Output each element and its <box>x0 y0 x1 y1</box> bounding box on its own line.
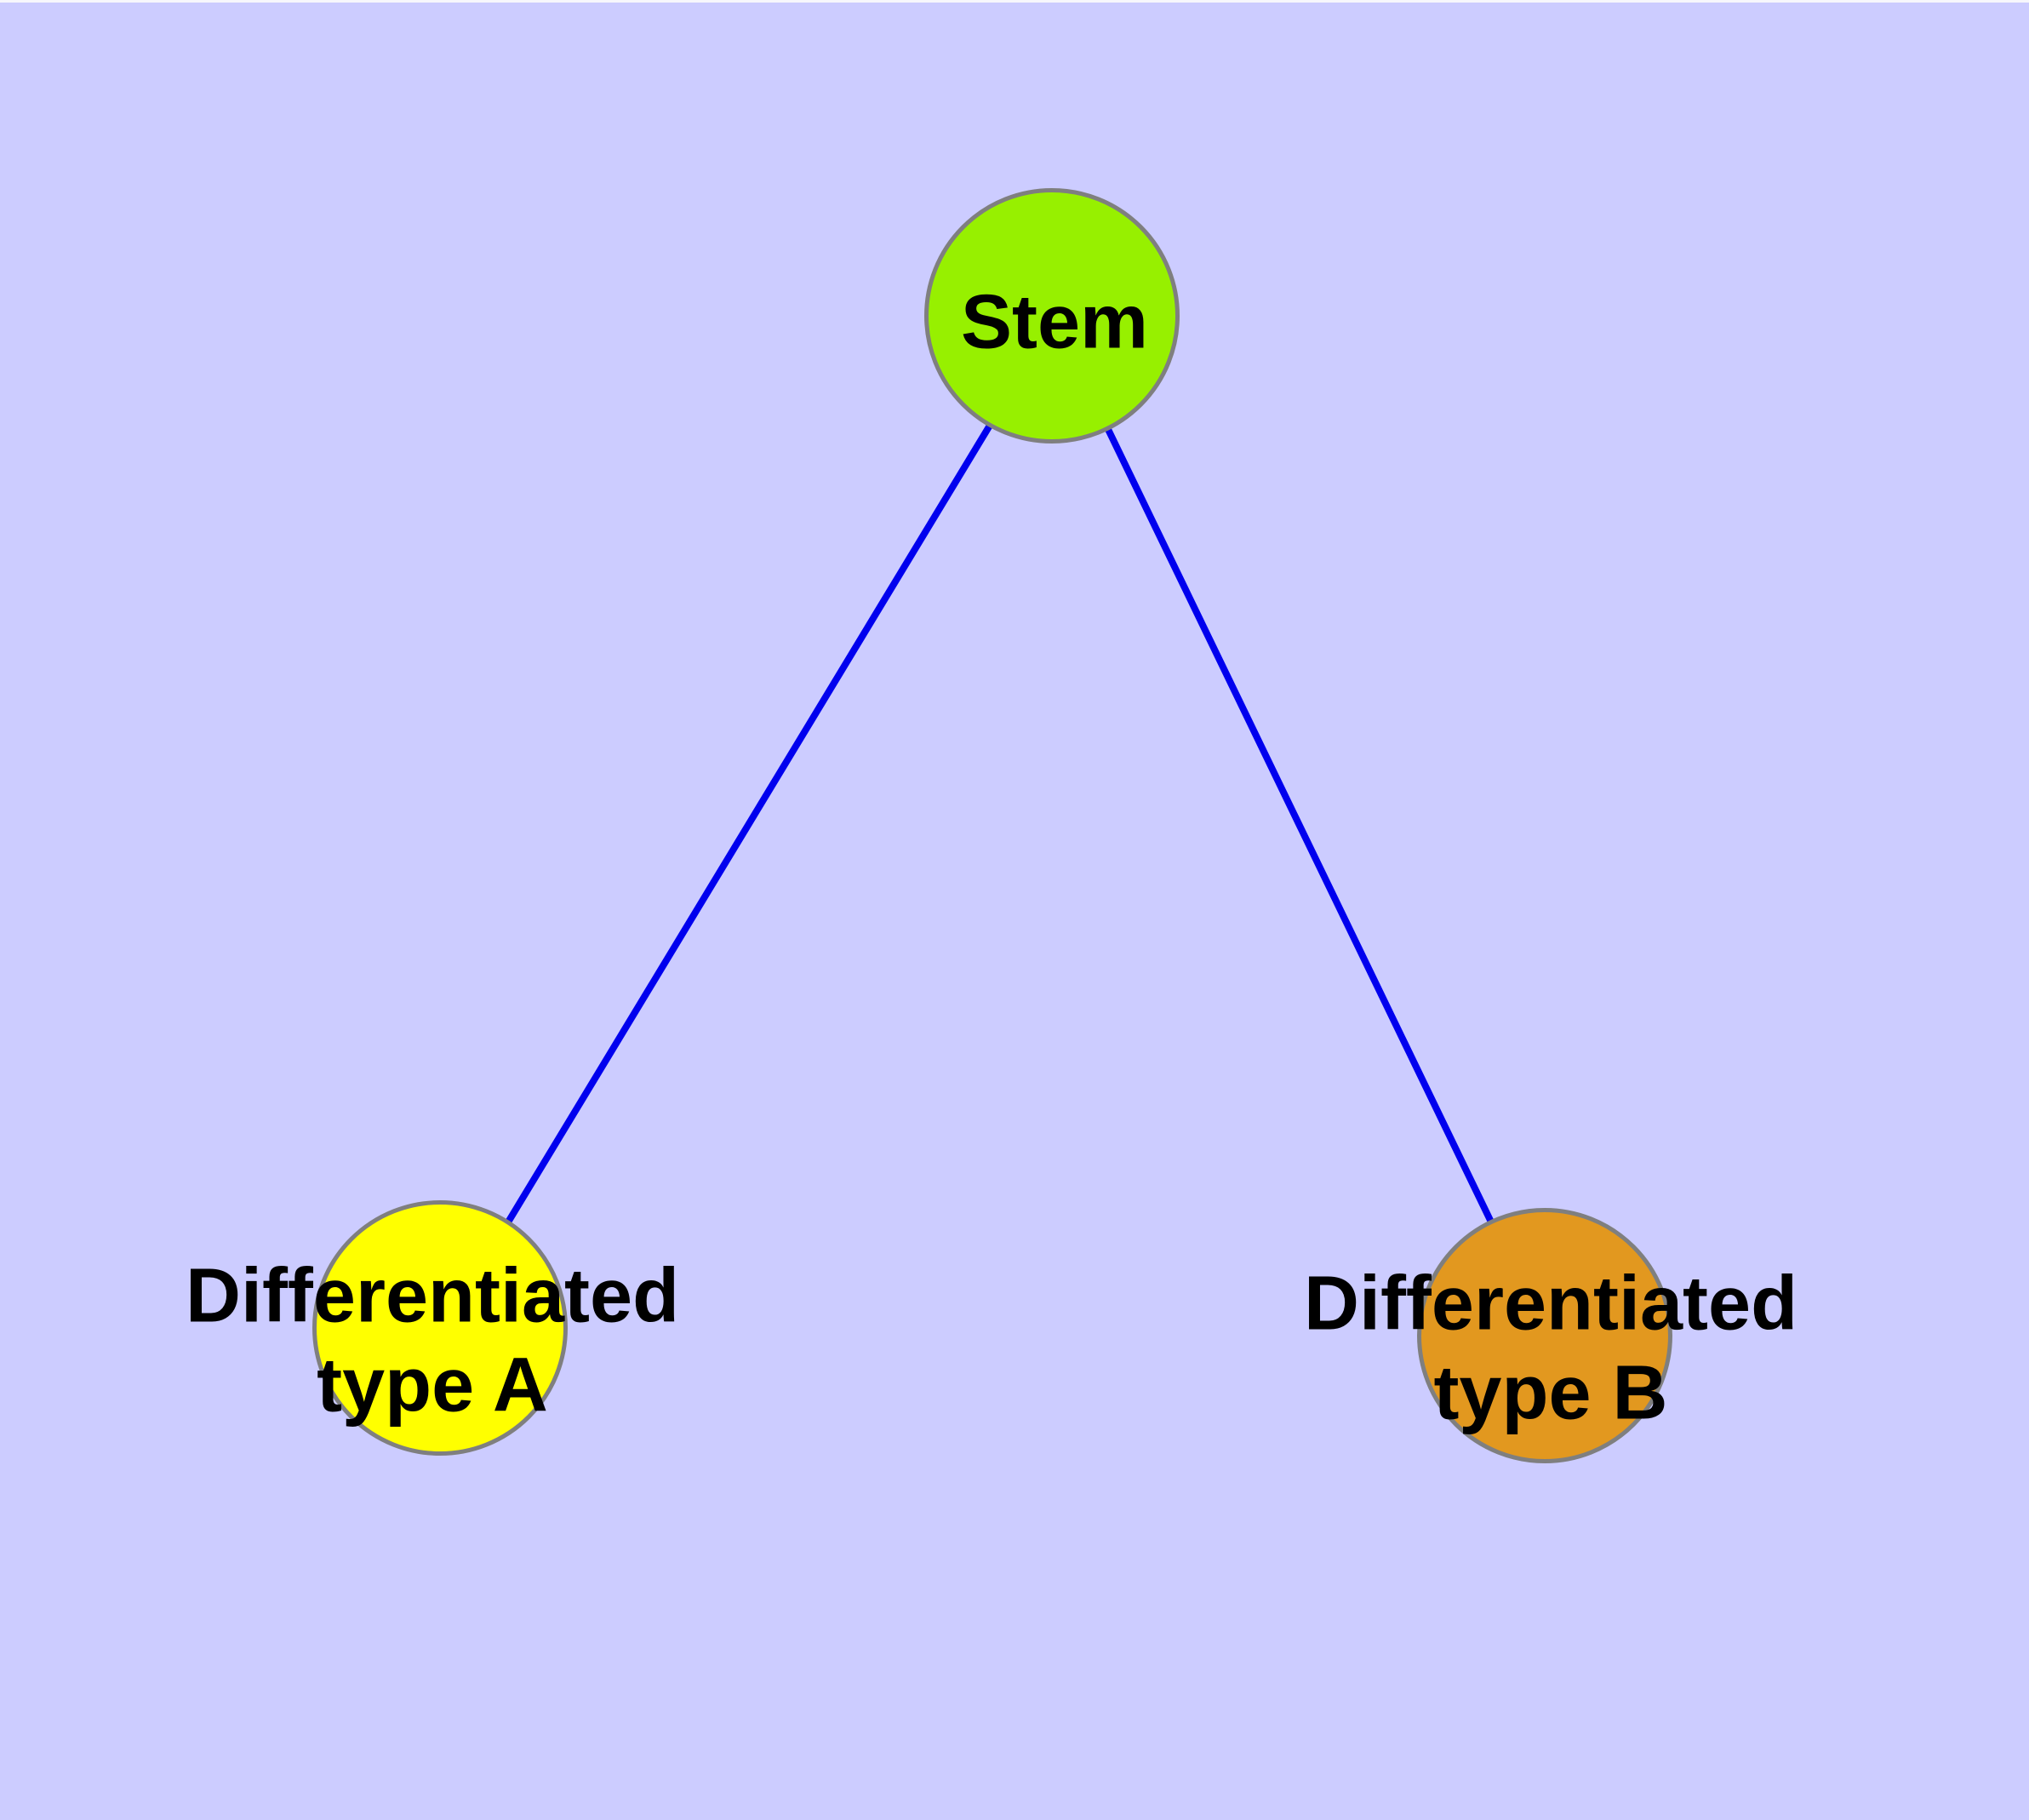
node-differentiated-type-b <box>1417 1208 1672 1463</box>
node-stem <box>924 188 1180 444</box>
top-margin-strip <box>0 0 2029 3</box>
edge-stem-to-type-b <box>1051 317 1551 1340</box>
node-label-differentiated-type-a: Differentiated type A <box>185 1253 680 1428</box>
node-label-stem: Stem <box>960 279 1149 365</box>
node-label-differentiated-type-b: Differentiated type B <box>1303 1261 1798 1436</box>
node-differentiated-type-a <box>312 1200 568 1456</box>
edge-stem-to-type-a <box>439 316 1058 1333</box>
